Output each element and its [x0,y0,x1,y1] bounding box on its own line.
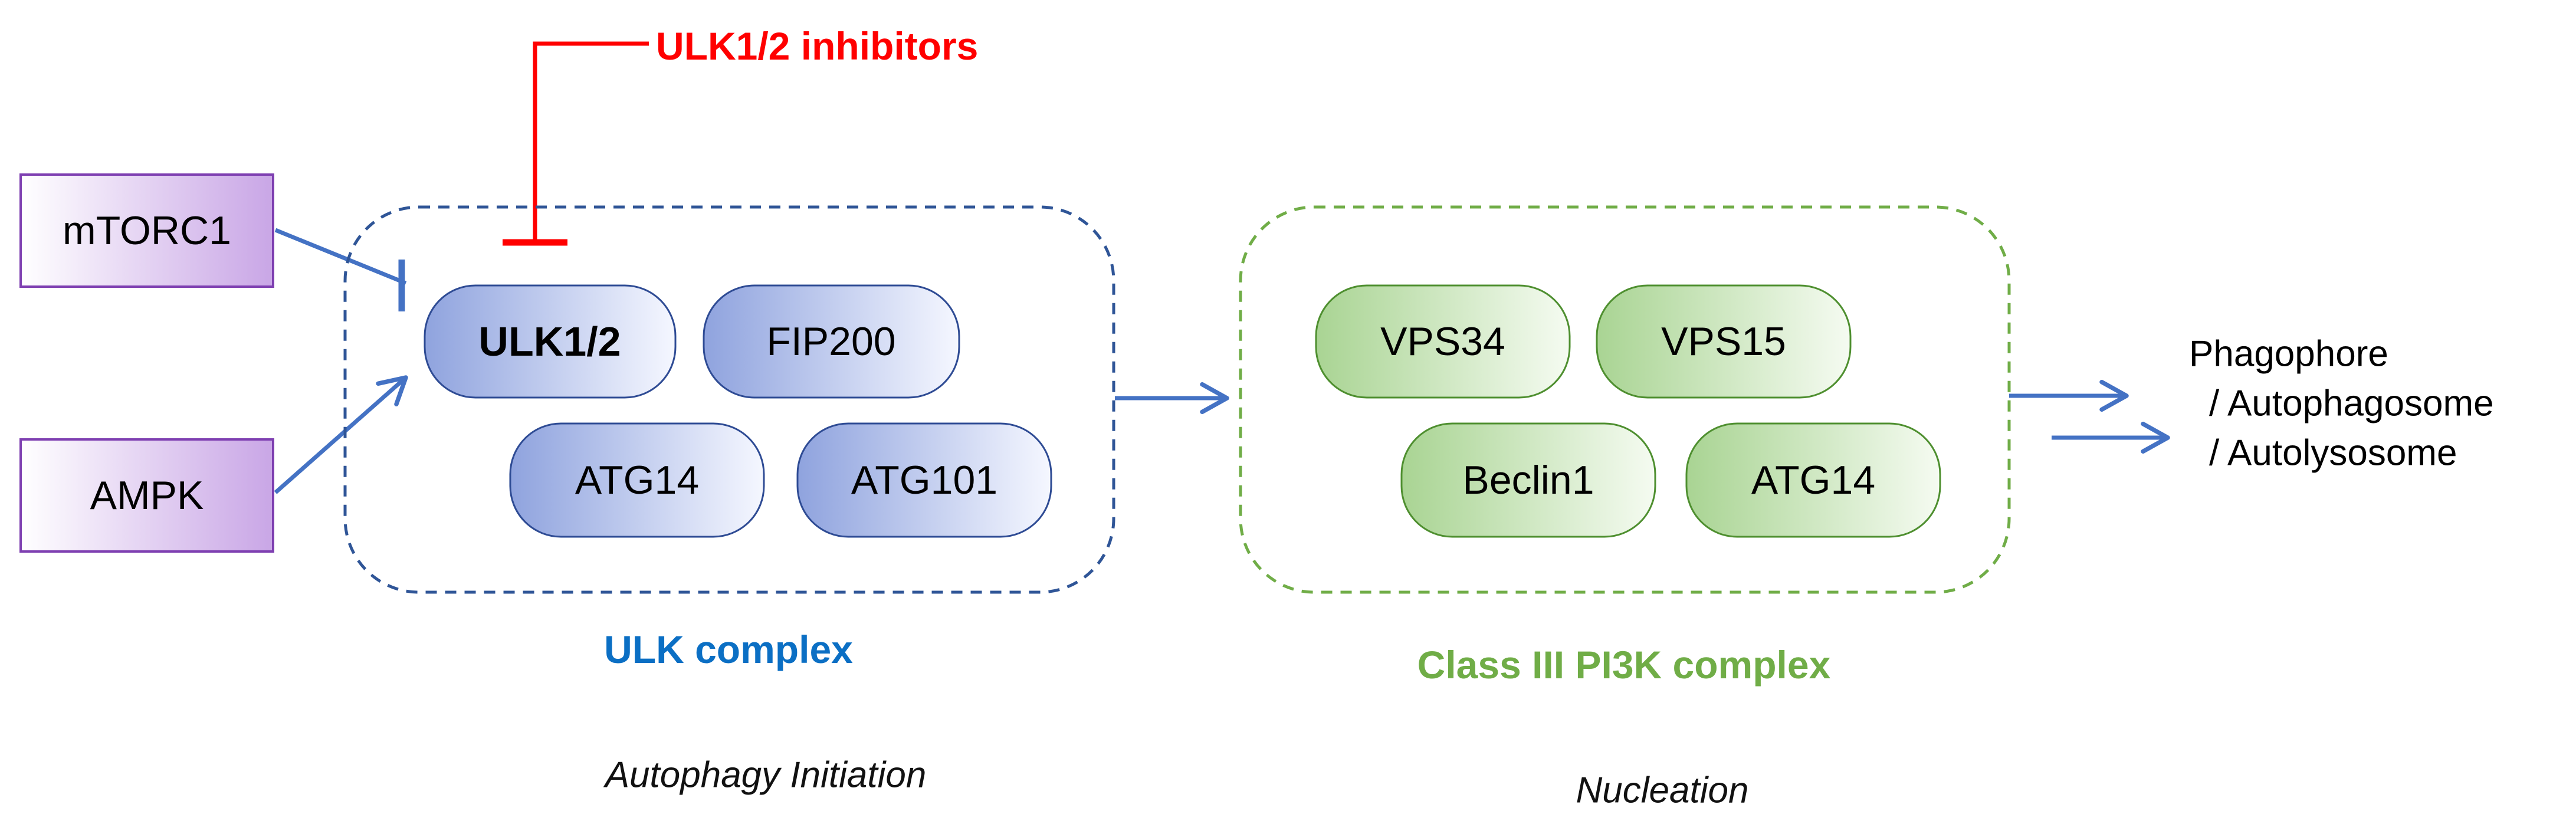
pi3k-complex-protein: VPS34 [1315,284,1571,399]
atg101-label: ATG101 [851,458,997,503]
fip200-label: FIP200 [766,319,895,364]
ulk-complex-protein: FIP200 [703,284,960,399]
nucleation-label: Nucleation [1576,770,1749,811]
vps15-label: VPS15 [1661,319,1786,364]
ampk-node: AMPK [19,438,274,553]
outcome-line-phagophore: Phagophore [2189,334,2388,375]
ulk12-label: ULK1/2 [478,319,621,365]
inhibitor-line [533,41,649,242]
mtorc1-inhibition-line [274,228,407,285]
outcome-line-autophagosome: / Autophagosome [2209,383,2494,424]
mtorc1-label: mTORC1 [63,208,231,253]
arrow-icon [274,375,408,494]
atg14-pi3k-label: ATG14 [1751,458,1875,503]
pi3k-complex-protein: VPS15 [1596,284,1852,399]
ampk-label: AMPK [90,473,204,518]
outcome-line-autolysosome: / Autolysosome [2209,433,2457,474]
vps34-label: VPS34 [1380,319,1505,364]
ulk-complex-label: ULK complex [604,628,853,671]
pi3k-complex-label: Class III PI3K complex [1417,643,1831,687]
ulk-inhibitors-label: ULK1/2 inhibitors [656,24,978,68]
beclin1-label: Beclin1 [1462,458,1594,503]
pi3k-complex-protein: Beclin1 [1400,422,1656,538]
pi3k-complex-protein: ATG14 [1685,422,1941,538]
ulk-complex-protein: ATG101 [796,422,1052,538]
ulk-complex-protein: ATG14 [509,422,765,538]
atg14-label: ATG14 [575,458,699,503]
ulk-complex-protein: ULK1/2 [424,284,677,399]
autophagy-initiation-label: Autophagy Initiation [603,755,927,796]
mtorc1-node: mTORC1 [19,173,274,288]
